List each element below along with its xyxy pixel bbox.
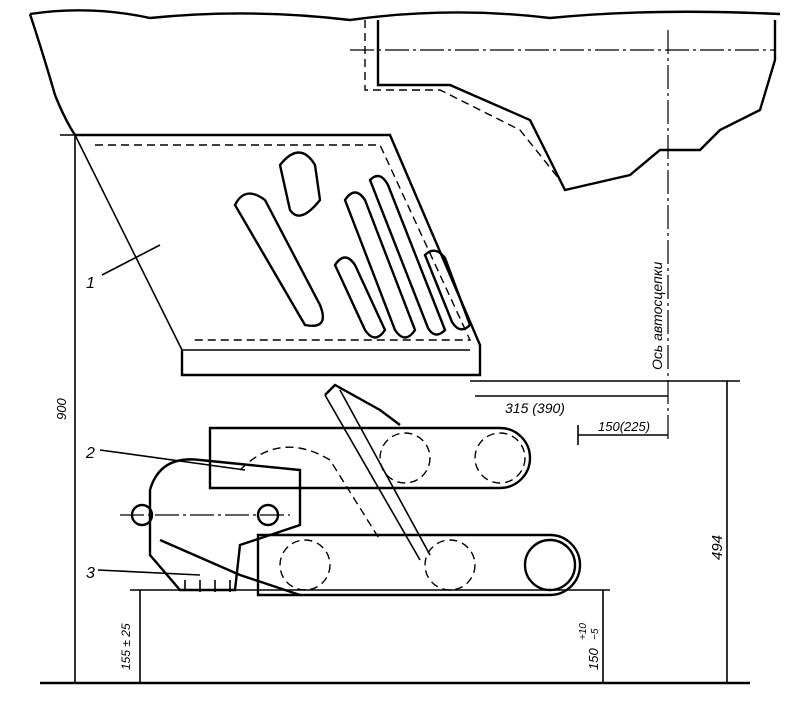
- conveyor-mechanism: [120, 383, 582, 597]
- part-label-3: 3: [86, 565, 95, 582]
- dim-tol-upper: +10: [578, 623, 589, 640]
- coupler-axis-label: Ось автосцепки: [649, 262, 665, 370]
- dim-text-155: 155 ± 25: [119, 623, 133, 670]
- part-label-1: 1: [86, 275, 95, 292]
- part-label-2: 2: [85, 445, 95, 462]
- dim-text-900: 900: [54, 398, 69, 420]
- dim-text-150-225: 150(225): [598, 419, 650, 434]
- shield-part-1: [74, 133, 482, 377]
- dim-text-150: 150: [586, 648, 601, 670]
- dim-text-315: 315 (390): [505, 400, 565, 416]
- leader-2: [99, 449, 246, 471]
- car-body: [28, 9, 781, 192]
- dim-text-494: 494: [709, 535, 726, 560]
- dim-tol-lower: −5: [590, 628, 601, 640]
- leader-3: [97, 569, 201, 576]
- leader-1: [101, 244, 161, 276]
